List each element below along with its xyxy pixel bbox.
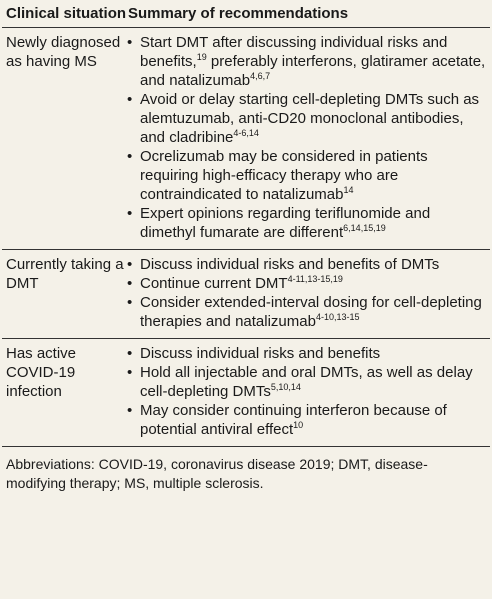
item-text: Continue current DMT — [140, 275, 288, 292]
bullet-icon: • — [127, 294, 133, 311]
item-text: Expert opinions regarding teriflunomide … — [140, 205, 431, 241]
list-item: • Expert opinions regarding teriflunomide… — [126, 204, 490, 242]
list-item: • Avoid or delay starting cell-depleting … — [126, 90, 490, 147]
situation-cell: Has active COVID-19 infection — [2, 338, 126, 447]
list-item: • May consider continuing interferon beca… — [126, 401, 490, 439]
bullet-icon: • — [127, 345, 133, 362]
bullet-icon: • — [127, 205, 133, 222]
list-item: • Continue current DMT4-11,13-15,19 — [126, 274, 490, 293]
table-header-row: Clinical situation Summary of recommenda… — [2, 0, 490, 28]
item-text: May consider continuing interferon becau… — [140, 402, 447, 438]
item-text: Discuss individual risks and benefits — [140, 345, 381, 362]
bullet-icon: • — [127, 148, 133, 165]
item-text: Discuss individual risks and benefits of… — [140, 256, 440, 273]
citation-ref: 14 — [343, 185, 354, 195]
citation-ref: 4,6,7 — [250, 71, 271, 81]
citation-ref: 4-10,13-15 — [315, 312, 360, 322]
table-row: Newly diagnosed as having MS • Start DMT … — [2, 27, 490, 250]
item-text: Hold all injectable and oral DMTs, as we… — [140, 364, 473, 400]
recommendation-list: • Discuss individual risks and benefits •… — [126, 344, 490, 439]
abbreviations-footnote: Abbreviations: COVID-19, coronavirus dis… — [6, 456, 428, 491]
bullet-icon: • — [127, 91, 133, 108]
recommendations-table: Clinical situation Summary of recommenda… — [2, 0, 490, 447]
bullet-icon: • — [127, 34, 133, 51]
citation-ref: 19 — [196, 52, 207, 62]
item-text: Avoid or delay starting cell-depleting D… — [140, 91, 480, 146]
header-clinical-situation: Clinical situation — [2, 0, 126, 28]
item-text: Consider extended-interval dosing for ce… — [140, 294, 482, 330]
list-item: • Discuss individual risks and benefits — [126, 344, 490, 363]
bullet-icon: • — [127, 256, 133, 273]
recommendation-list: • Start DMT after discussing individual r… — [126, 33, 490, 242]
table-row: Currently taking a DMT • Discuss individu… — [2, 249, 490, 339]
header-summary-of-recommendations: Summary of recommendations — [126, 0, 490, 28]
table-row: Has active COVID-19 infection • Discuss i… — [2, 338, 490, 447]
item-text: Ocrelizumab may be considered in patient… — [140, 148, 428, 203]
list-item: • Consider extended-interval dosing for c… — [126, 293, 490, 331]
item-text: Start DMT after discussing individual ri… — [140, 34, 448, 70]
situation-cell: Newly diagnosed as having MS — [2, 27, 126, 250]
citation-ref: 4-11,13-15,19 — [287, 274, 343, 284]
bullet-icon: • — [127, 364, 133, 381]
list-item: • Start DMT after discussing individual r… — [126, 33, 490, 90]
situation-cell: Currently taking a DMT — [2, 249, 126, 339]
recommendation-list: • Discuss individual risks and benefits o… — [126, 255, 490, 331]
recommendation-cell: • Discuss individual risks and benefits o… — [126, 249, 490, 339]
list-item: • Discuss individual risks and benefits o… — [126, 255, 490, 274]
recommendation-cell: • Start DMT after discussing individual r… — [126, 27, 490, 250]
citation-ref: 5,10,14 — [270, 382, 301, 392]
citation-ref: 6,14,15,19 — [343, 223, 386, 233]
recommendation-cell: • Discuss individual risks and benefits •… — [126, 338, 490, 447]
citation-ref: 4-6,14 — [233, 128, 259, 138]
list-item: • Ocrelizumab may be considered in patien… — [126, 147, 490, 204]
list-item: • Hold all injectable and oral DMTs, as w… — [126, 363, 490, 401]
bullet-icon: • — [127, 275, 133, 292]
item-text-continued: preferably interferons, glatiramer aceta… — [140, 53, 486, 89]
citation-ref: 10 — [293, 420, 304, 430]
bullet-icon: • — [127, 402, 133, 419]
